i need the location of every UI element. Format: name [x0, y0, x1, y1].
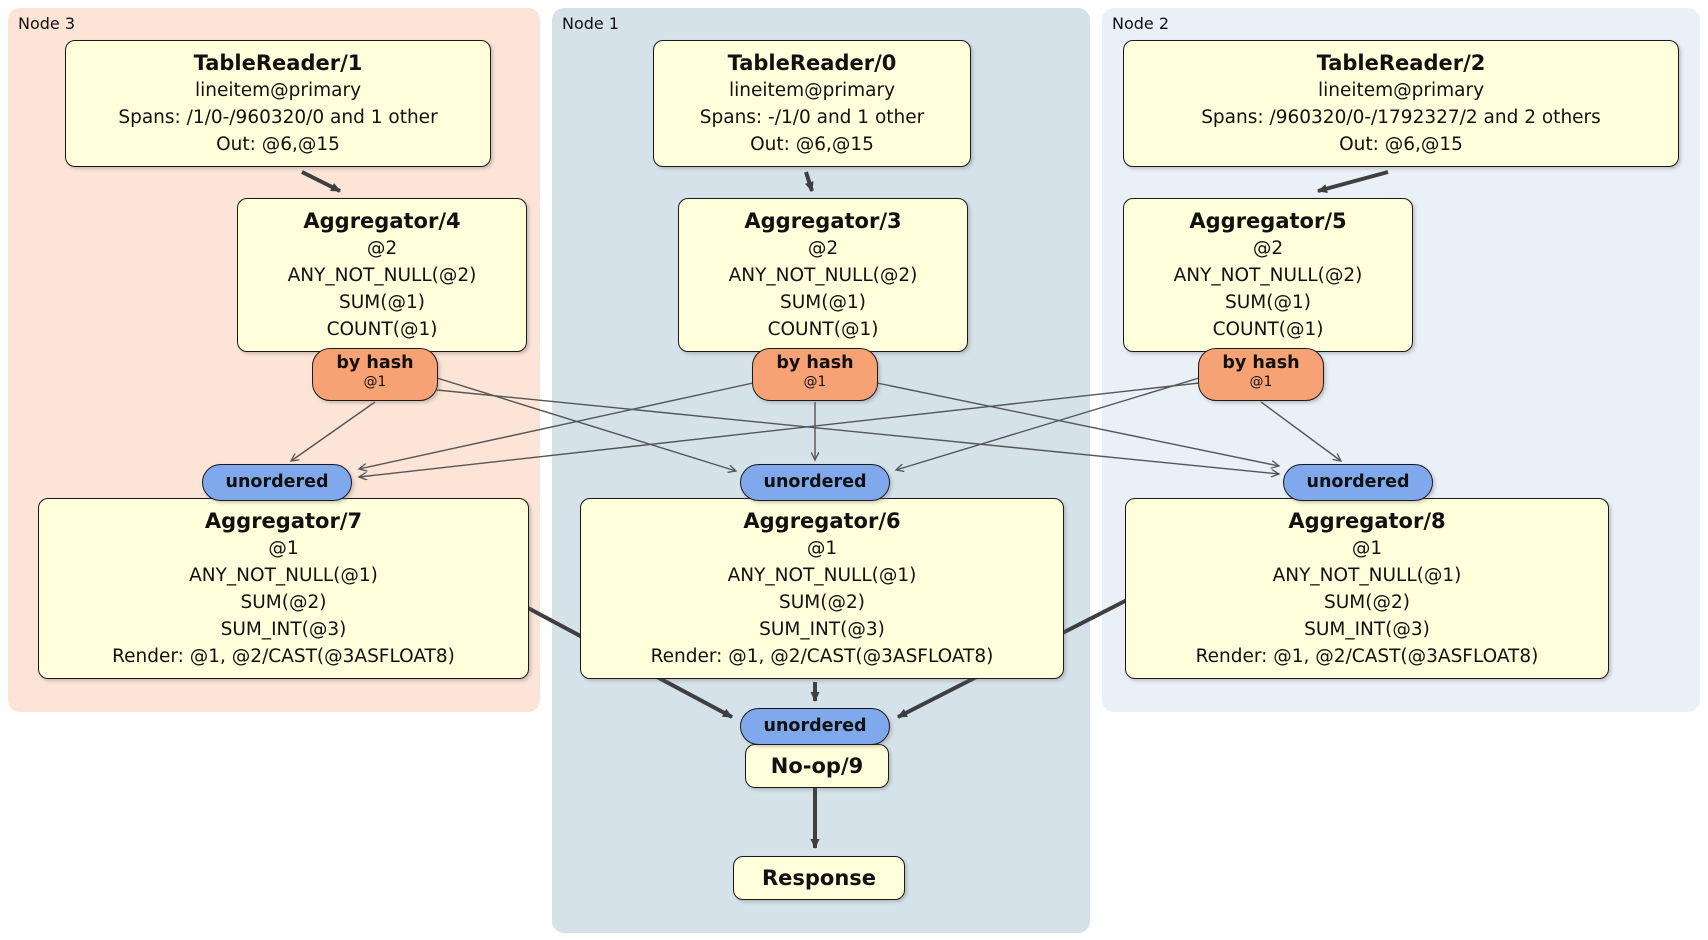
processor-title: Aggregator/4 [303, 209, 461, 233]
processor-line: COUNT(@1) [1212, 319, 1324, 340]
stream-unordered-badge: unordered [740, 464, 890, 501]
processor-line: SUM(@1) [780, 292, 866, 313]
processor-tablereader-2: TableReader/2 lineitem@primary Spans: /9… [1123, 40, 1679, 167]
router-by-hash-label: by hash [336, 353, 414, 373]
router-by-hash-label: by hash [776, 353, 854, 373]
processor-line: ANY_NOT_NULL(@1) [727, 565, 917, 586]
router-by-hash-detail: @1 [1249, 374, 1273, 390]
processor-line: Render: @1, @2/CAST(@3ASFLOAT8) [112, 646, 455, 667]
processor-tablereader-1: TableReader/1 lineitem@primary Spans: /1… [65, 40, 491, 167]
stream-unordered-badge: unordered [202, 464, 352, 501]
stream-unordered-badge: unordered [740, 708, 890, 745]
router-by-hash-detail: @1 [803, 374, 827, 390]
router-by-hash-label: by hash [1222, 353, 1300, 373]
processor-tablereader-0: TableReader/0 lineitem@primary Spans: -/… [653, 40, 971, 167]
processor-aggregator-7: Aggregator/7 @1 ANY_NOT_NULL(@1) SUM(@2)… [38, 498, 529, 679]
processor-line: SUM(@1) [339, 292, 425, 313]
processor-line: @1 [1351, 538, 1383, 559]
processor-title: Aggregator/8 [1288, 509, 1446, 533]
processor-title: No-op/9 [770, 754, 864, 778]
stream-unordered-label: unordered [1306, 472, 1410, 492]
processor-line: ANY_NOT_NULL(@2) [728, 265, 918, 286]
stream-unordered-label: unordered [763, 472, 867, 492]
processor-line: SUM(@2) [1324, 592, 1410, 613]
processor-line: SUM(@1) [1225, 292, 1311, 313]
processor-line: lineitem@primary [1317, 80, 1485, 101]
processor-noop-9: No-op/9 [745, 744, 889, 788]
processor-line: ANY_NOT_NULL(@1) [1272, 565, 1462, 586]
processor-line: SUM_INT(@3) [759, 619, 885, 640]
processor-line: Out: @6,@15 [216, 134, 340, 155]
processor-line: Render: @1, @2/CAST(@3ASFLOAT8) [650, 646, 994, 667]
processor-title: TableReader/2 [1316, 51, 1486, 75]
processor-line: SUM_INT(@3) [1304, 619, 1430, 640]
processor-line: @1 [806, 538, 838, 559]
processor-line: Spans: -/1/0 and 1 other [699, 107, 925, 128]
processor-line: @2 [807, 238, 839, 259]
processor-aggregator-6: Aggregator/6 @1 ANY_NOT_NULL(@1) SUM(@2)… [580, 498, 1064, 679]
node-group-label: Node 1 [562, 14, 620, 33]
processor-line: ANY_NOT_NULL(@2) [287, 265, 477, 286]
processor-line: lineitem@primary [728, 80, 896, 101]
router-by-hash-badge: by hash @1 [312, 348, 438, 401]
processor-line: ANY_NOT_NULL(@2) [1173, 265, 1363, 286]
processor-title: TableReader/1 [193, 51, 363, 75]
node-group-label: Node 2 [1112, 14, 1170, 33]
processor-title: Aggregator/7 [204, 509, 363, 533]
processor-line: lineitem@primary [194, 80, 362, 101]
processor-aggregator-3: Aggregator/3 @2 ANY_NOT_NULL(@2) SUM(@1)… [678, 198, 968, 352]
processor-line: Out: @6,@15 [750, 134, 874, 155]
processor-title: TableReader/0 [727, 51, 897, 75]
stream-unordered-label: unordered [225, 472, 329, 492]
processor-line: SUM(@2) [779, 592, 865, 613]
processor-line: SUM_INT(@3) [220, 619, 347, 640]
processor-line: Render: @1, @2/CAST(@3ASFLOAT8) [1195, 646, 1539, 667]
processor-response: Response [733, 856, 905, 900]
router-by-hash-detail: @1 [363, 374, 387, 390]
stream-unordered-label: unordered [763, 716, 867, 736]
processor-line: @2 [1252, 238, 1284, 259]
processor-title: Response [761, 866, 877, 890]
processor-line: ANY_NOT_NULL(@1) [189, 565, 378, 586]
router-by-hash-badge: by hash @1 [752, 348, 878, 401]
processor-line: Spans: /1/0-/960320/0 and 1 other [118, 107, 438, 128]
processor-line: COUNT(@1) [767, 319, 879, 340]
router-by-hash-badge: by hash @1 [1198, 348, 1324, 401]
processor-aggregator-4: Aggregator/4 @2 ANY_NOT_NULL(@2) SUM(@1)… [237, 198, 527, 352]
processor-line: Out: @6,@15 [1339, 134, 1463, 155]
processor-title: Aggregator/3 [744, 209, 902, 233]
processor-aggregator-8: Aggregator/8 @1 ANY_NOT_NULL(@1) SUM(@2)… [1125, 498, 1609, 679]
processor-title: Aggregator/6 [743, 509, 901, 533]
node-group-label: Node 3 [18, 14, 76, 33]
processor-line: @1 [268, 538, 299, 559]
stream-unordered-badge: unordered [1283, 464, 1433, 501]
processor-line: Spans: /960320/0-/1792327/2 and 2 others [1201, 107, 1601, 128]
processor-line: @2 [366, 238, 398, 259]
processor-line: COUNT(@1) [326, 319, 438, 340]
processor-line: SUM(@2) [240, 592, 327, 613]
processor-title: Aggregator/5 [1189, 209, 1347, 233]
processor-aggregator-5: Aggregator/5 @2 ANY_NOT_NULL(@2) SUM(@1)… [1123, 198, 1413, 352]
